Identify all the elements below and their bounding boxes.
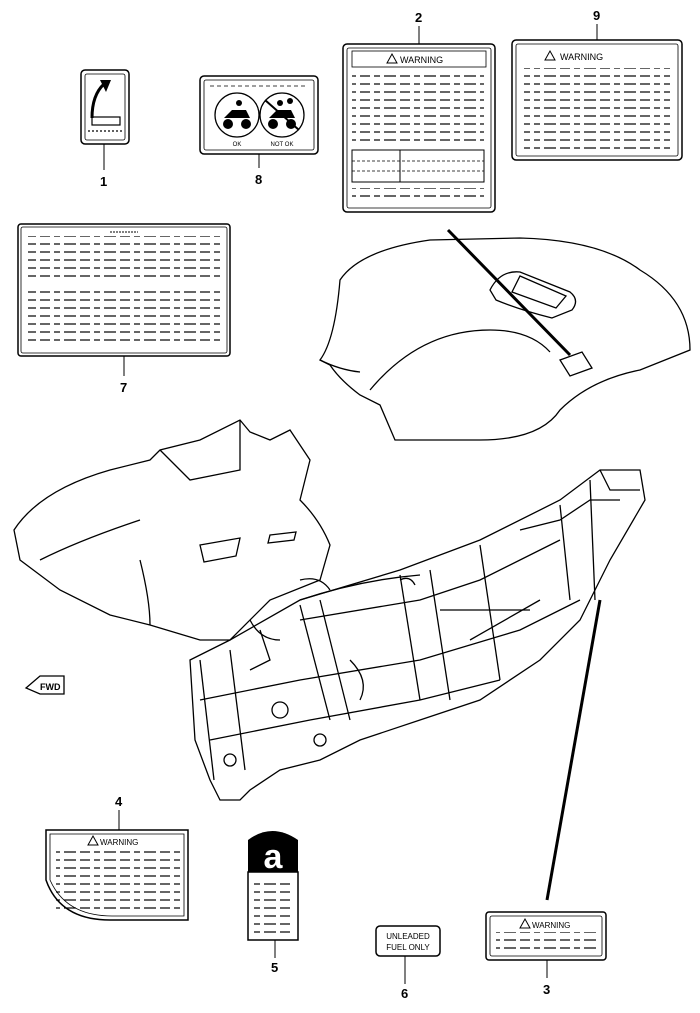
decal-2-warning-text: WARNING xyxy=(400,55,443,65)
callout-2: 2 xyxy=(415,10,422,25)
warning-triangle-icon xyxy=(519,917,531,929)
atv-ok-icon xyxy=(223,100,251,129)
callout-5: 5 xyxy=(271,960,278,975)
callout-3: 3 xyxy=(543,982,550,997)
callout-6: 6 xyxy=(401,986,408,1001)
decal-8-ok-text: OK xyxy=(233,142,242,148)
warning-triangle-icon xyxy=(386,52,398,64)
decal-5-label: a xyxy=(247,831,299,941)
fuel-line1-text: UNLEADED xyxy=(386,932,430,941)
arrow-curve-icon xyxy=(90,82,106,119)
decal-8-riding-label: OK NOT OK xyxy=(199,75,319,155)
warning-triangle-icon xyxy=(87,834,99,846)
leader-line-2 xyxy=(446,228,572,357)
decal-2-warning-label: WARNING xyxy=(342,43,496,213)
decal-9-warning-text: WARNING xyxy=(560,52,603,62)
decal-1-throttle-label xyxy=(80,69,130,145)
decal-5-letter: a xyxy=(264,838,284,876)
callout-4: 4 xyxy=(115,794,123,809)
callout-1: 1 xyxy=(100,174,107,189)
decal-3-warning-text: WARNING xyxy=(532,921,570,930)
front-fender xyxy=(13,419,331,641)
atv-not-ok-icon xyxy=(264,98,300,131)
decal-8-not-ok-text: NOT OK xyxy=(271,142,294,148)
decal-7-info-label xyxy=(17,223,231,357)
decal-6-fuel-label: UNLEADED FUEL ONLY xyxy=(375,925,441,957)
fwd-text: FWD xyxy=(40,682,61,692)
forward-arrow-icon: FWD xyxy=(24,675,65,695)
rear-fender xyxy=(319,237,691,441)
leader-line-3 xyxy=(545,599,602,901)
decal-3-warning-label: WARNING xyxy=(485,911,607,961)
callout-9: 9 xyxy=(593,8,600,23)
callout-7: 7 xyxy=(120,380,127,395)
decal-9-warning-label: WARNING xyxy=(511,39,683,161)
callout-8: 8 xyxy=(255,172,262,187)
decal-4-warning-text: WARNING xyxy=(100,838,138,847)
warning-triangle-icon xyxy=(544,49,556,61)
fuel-line2-text: FUEL ONLY xyxy=(386,943,430,952)
atv-frame xyxy=(189,469,646,801)
decal-4-warning-label: WARNING xyxy=(45,829,189,921)
